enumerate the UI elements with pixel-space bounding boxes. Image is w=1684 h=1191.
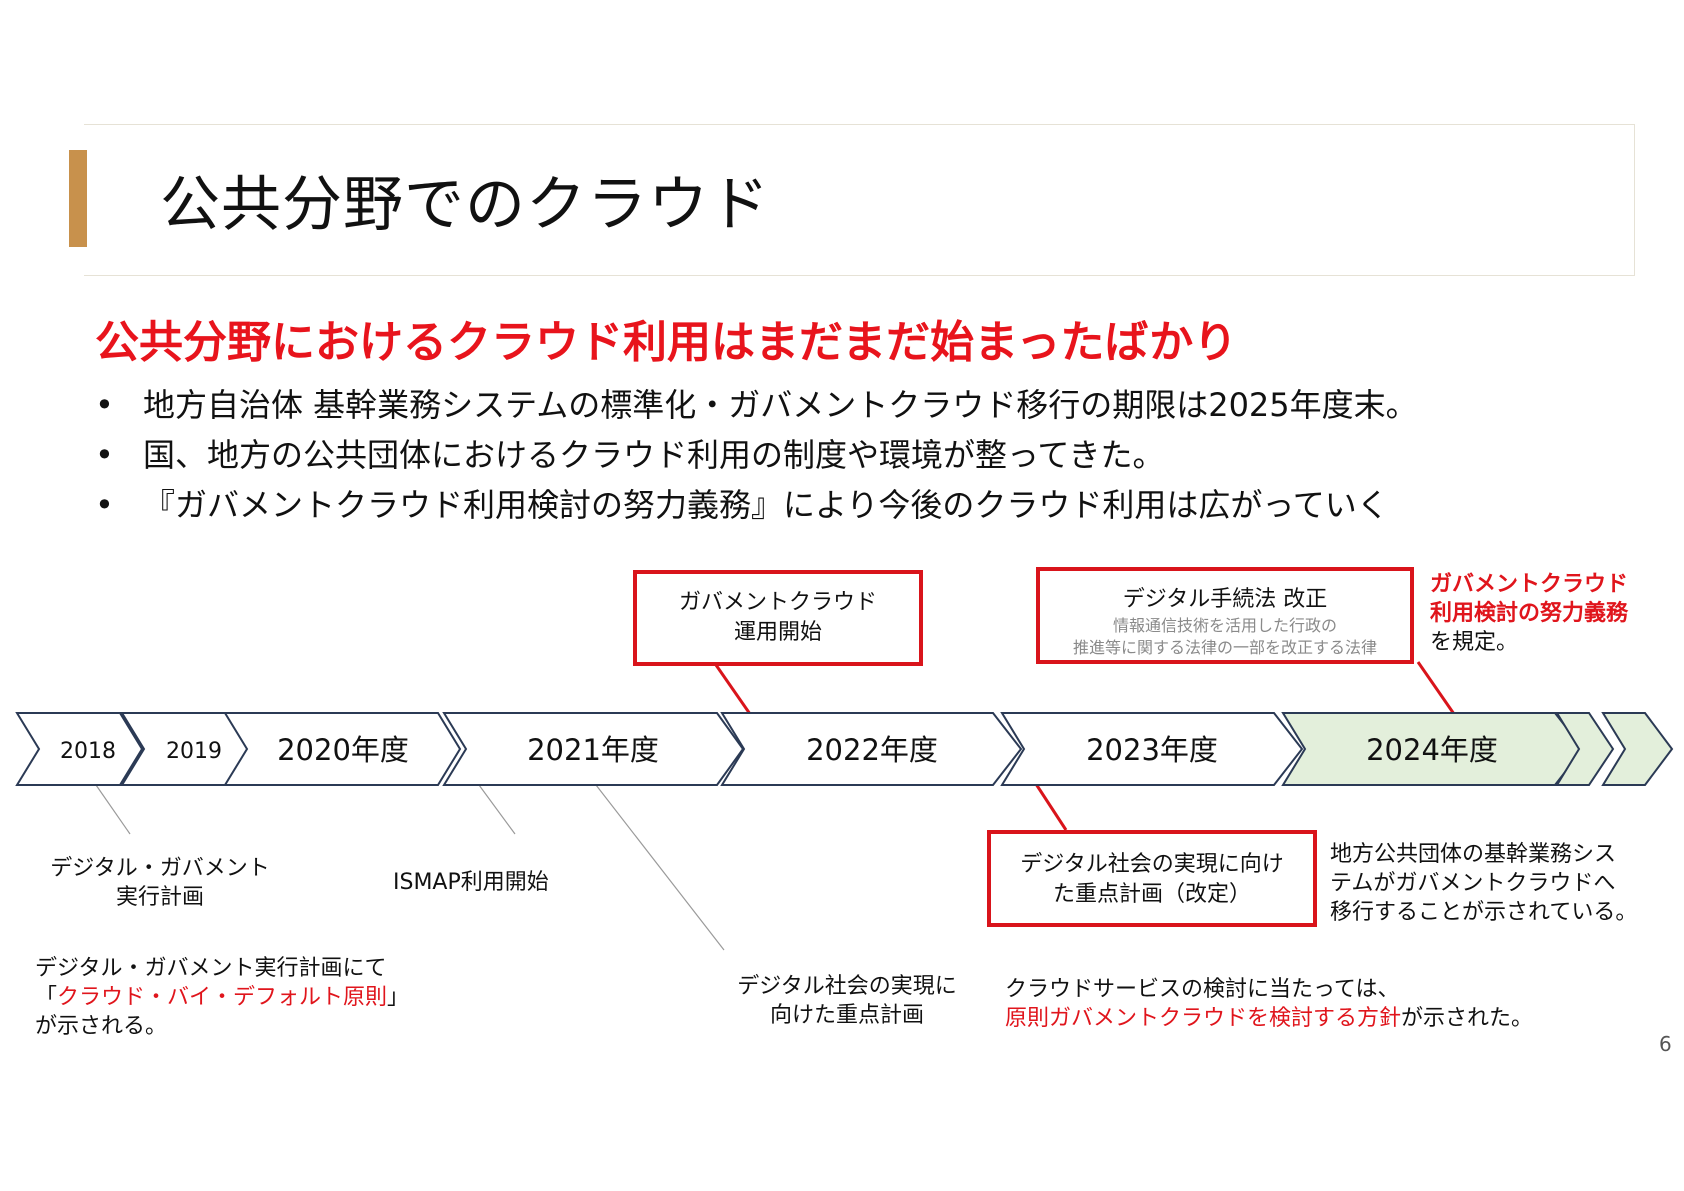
connector-procedure-law: [1416, 661, 1456, 715]
note-text: 移行することが示されている。: [1330, 900, 1638, 925]
note-text: 向けた重点計画: [769, 1003, 924, 1028]
quote-open: 「: [35, 985, 58, 1010]
stage-extension-arrow: [1555, 712, 1615, 786]
note-cloud-by-default: デジタル・ガバメント実行計画にて 「クラウド・バイ・デフォルト原則」 が示される…: [35, 954, 409, 1041]
event-text: 運用開始: [733, 620, 822, 645]
stage-2022-arrow: [720, 712, 1023, 786]
stage-label-2021: 2021年度: [527, 733, 659, 767]
note-priority-plan: デジタル社会の実現に 向けた重点計画: [722, 972, 972, 1030]
connector-priority-plan: [595, 784, 725, 951]
stage-label-2018: 2018: [60, 739, 116, 764]
connector-ismap: [478, 784, 516, 835]
bullet-text: 『ガバメントクラウド利用検討の努力義務』により今後のクラウド利用は広がっていく: [143, 486, 1389, 524]
stage-label-2019: 2019: [166, 739, 222, 764]
event-text: デジタル社会の実現に向け: [1020, 852, 1284, 877]
note-red-text: 利用検討の努力義務: [1430, 601, 1629, 626]
note-text: 地方公共団体の基幹業務シス: [1330, 842, 1617, 867]
note-text: を規定。: [1430, 630, 1519, 655]
note-text: デジタル社会の実現に: [737, 974, 957, 999]
note-ismap: ISMAP利用開始: [393, 870, 549, 895]
event-box-gov-cloud-start: ガバメントクラウド 運用開始: [633, 570, 923, 666]
note-red-text: クラウド・バイ・デフォルト原則: [57, 985, 388, 1010]
stage-2024-arrow: [1281, 712, 1585, 786]
page-number: 6: [1659, 1032, 1672, 1056]
note-text: クラウドサービスの検討に当たっては、: [1005, 977, 1400, 1002]
event-text: た重点計画（改定）: [1052, 882, 1251, 907]
note-text: が示された。: [1401, 1006, 1534, 1031]
stage-2023-arrow: [1000, 712, 1304, 786]
bullet-item: • 国、地方の公共団体におけるクラウド利用の制度や環境が整ってきた。: [95, 430, 1164, 476]
connector-digital-gov-plan: [95, 784, 131, 835]
page-title: 公共分野でのクラウド: [160, 170, 770, 240]
stage-2020-arrow: [223, 712, 462, 786]
event-title: デジタル手続法 改正: [1122, 587, 1328, 612]
note-text: テムがガバメントクラウドへ: [1330, 871, 1616, 896]
bullet-marker: •: [95, 486, 114, 524]
bullet-marker: •: [95, 386, 114, 424]
headline: 公共分野におけるクラウド利用はまだまだ始まったばかり: [95, 317, 1238, 368]
stage-extension-arrow: [1601, 712, 1674, 786]
stage-label-2024: 2024年度: [1366, 733, 1498, 767]
stage-2018-arrow: [15, 712, 144, 786]
title-frame: [84, 124, 1635, 276]
stage-label-2020: 2020年度: [277, 733, 409, 767]
event-box-procedure-law: デジタル手続法 改正 情報通信技術を活用した行政の 推進等に関する法律の一部を改…: [1036, 567, 1414, 664]
stage-label-2022: 2022年度: [806, 733, 938, 767]
note-text: が示される。: [35, 1014, 168, 1039]
note-local-migration: 地方公共団体の基幹業務シス テムがガバメントクラウドへ 移行することが示されてい…: [1330, 840, 1637, 927]
event-subtext: 推進等に関する法律の一部を改正する法律: [1072, 638, 1377, 657]
note-digital-gov-plan: デジタル・ガバメント 実行計画: [35, 854, 285, 912]
quote-close: 」: [387, 985, 410, 1010]
connector-gov-cloud-start: [714, 664, 752, 715]
stage-2021-arrow: [442, 712, 745, 786]
note-text: 原則ガバメントクラウドを検討する方針が示された。: [1005, 1004, 1533, 1033]
bullet-marker: •: [95, 436, 114, 474]
note-text: デジタル・ガバメント実行計画にて: [35, 956, 387, 981]
note-red-text: 原則ガバメントクラウドを検討する方針: [1005, 1006, 1402, 1031]
note-text: 「クラウド・バイ・デフォルト原則」: [35, 983, 409, 1012]
bullet-item: • 地方自治体 基幹業務システムの標準化・ガバメントクラウド移行の期限は2025年…: [95, 380, 1418, 426]
event-box-priority-plan-revised: デジタル社会の実現に向け た重点計画（改定）: [987, 830, 1317, 927]
note-text: 実行計画: [115, 885, 204, 910]
bullet-text: 地方自治体 基幹業務システムの標準化・ガバメントクラウド移行の期限は2025年度…: [143, 386, 1418, 424]
note-red-text: ガバメントクラウド: [1430, 572, 1629, 597]
bullet-item: • 『ガバメントクラウド利用検討の努力義務』により今後のクラウド利用は広がっていく: [95, 480, 1389, 526]
event-text: ガバメントクラウド: [678, 590, 877, 615]
note-text: デジタル・ガバメント: [50, 856, 270, 881]
note-cloud-service-policy: クラウドサービスの検討に当たっては、 原則ガバメントクラウドを検討する方針が示さ…: [1005, 975, 1533, 1033]
connector-priority-plan-revised: [1034, 783, 1068, 831]
stage-label-2023: 2023年度: [1086, 733, 1218, 767]
event-subtext: 情報通信技術を活用した行政の: [1112, 616, 1337, 635]
title-accent-bar: [69, 150, 87, 247]
bullet-text: 国、地方の公共団体におけるクラウド利用の制度や環境が整ってきた。: [143, 436, 1165, 474]
note-effort-obligation: ガバメントクラウド 利用検討の努力義務 を規定。: [1430, 570, 1628, 657]
